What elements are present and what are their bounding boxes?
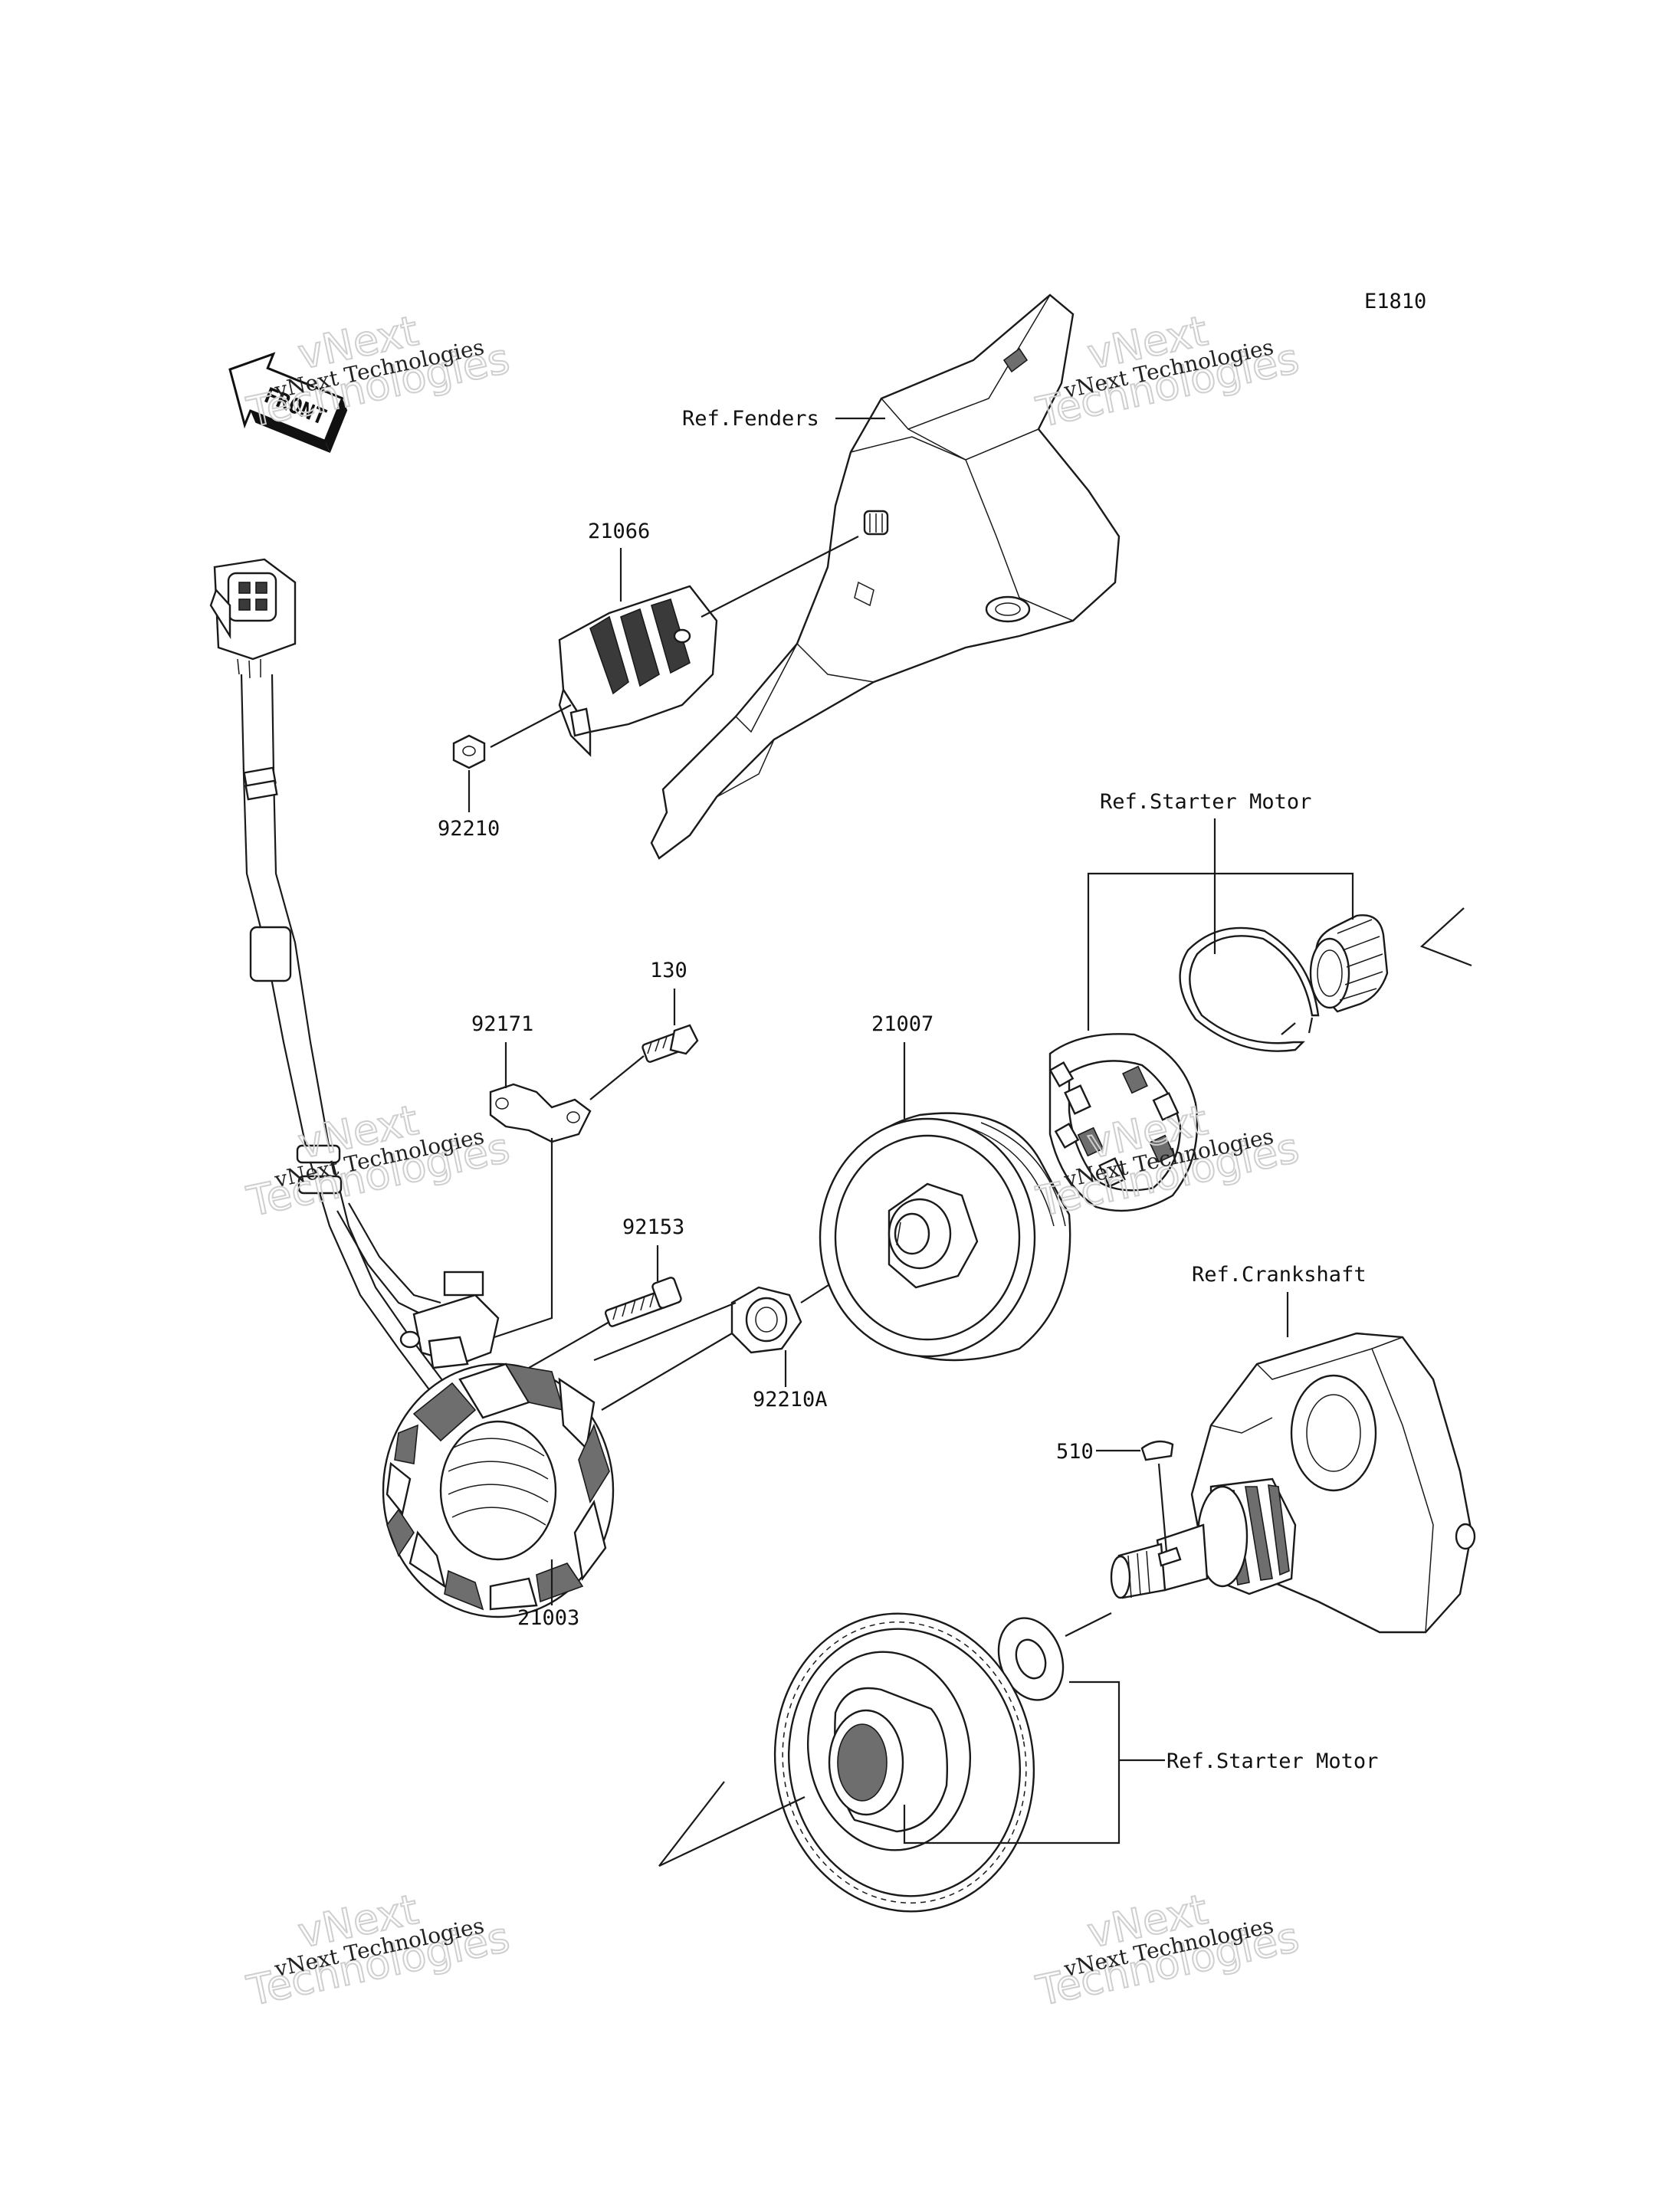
bracket-stud (863, 510, 889, 536)
needle-bearing (1309, 914, 1389, 1013)
part-label-21066: 21066 (588, 520, 650, 543)
harness-connector (209, 558, 297, 679)
ref-starter-motor-top-label: Ref.Starter Motor (1100, 790, 1311, 814)
starter-gear (773, 1612, 1035, 1913)
watermark-bottom-right: vNext Technologies vNext Technologies (1032, 1884, 1304, 2016)
ref-crankshaft-label: Ref.Crankshaft (1192, 1263, 1367, 1287)
ref-starter-motor-bottom-label: Ref.Starter Motor (1166, 1749, 1378, 1773)
starter-clutch (1048, 1033, 1199, 1212)
clamp-92171 (489, 1083, 592, 1143)
part-label-21007: 21007 (871, 1012, 934, 1036)
part-label-92210A: 92210A (753, 1388, 828, 1412)
bolt-92153 (604, 1277, 682, 1327)
nut-92210A (730, 1286, 802, 1354)
part-label-510: 510 (1056, 1440, 1094, 1464)
circlip (1179, 926, 1320, 1052)
crankshaft (1110, 1332, 1476, 1634)
watermark-top-left: vNext Technologies vNext Technologies (242, 306, 514, 438)
washer (997, 1617, 1065, 1701)
part-label-130: 130 (650, 959, 687, 982)
rotor-21007 (819, 1112, 1071, 1362)
bolt-130 (641, 1024, 699, 1063)
part-label-92210: 92210 (438, 817, 500, 841)
part-label-21003: 21003 (517, 1606, 579, 1630)
watermark-mid-left: vNext Technologies vNext Technologies (242, 1095, 514, 1227)
nut-92210 (452, 734, 486, 769)
part-label-92153: 92153 (622, 1215, 684, 1239)
watermark-bottom-left: vNext Technologies vNext Technologies (242, 1884, 514, 2016)
regulator-rectifier (558, 585, 718, 757)
fender-bracket (650, 293, 1121, 860)
part-label-92171: 92171 (471, 1012, 533, 1036)
front-arrow-icon: FRONT (228, 352, 348, 453)
pickup-connector (399, 1271, 500, 1369)
woodruff-key-510 (1140, 1440, 1174, 1461)
stator-21003 (382, 1362, 615, 1618)
diagram-code: E1810 (1364, 290, 1426, 313)
wire-harness (240, 674, 434, 1395)
ref-fenders-label: Ref.Fenders (682, 407, 819, 431)
